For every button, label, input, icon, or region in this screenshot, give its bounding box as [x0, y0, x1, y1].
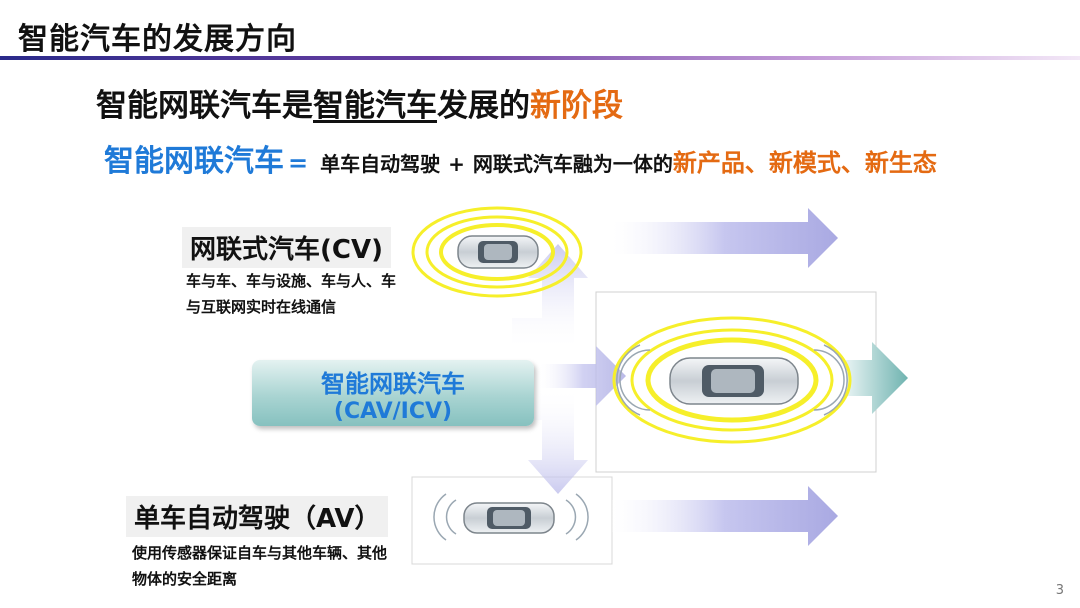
equation-new-terms: 新产品、新模式、新生态	[672, 149, 937, 177]
cav-label-line1: 智能网联汽车	[321, 370, 465, 398]
av-sensor-arcs	[433, 493, 589, 541]
equation-part-b: 网联式汽车融为一体的	[472, 152, 673, 176]
av-desc-line2: 物体的安全距离	[132, 570, 238, 588]
header-divider	[0, 56, 1080, 60]
av-desc-line1: 使用传感器保证自车与其他车辆、其他	[132, 544, 388, 562]
headline-part2: 发展的	[437, 88, 530, 124]
cv-desc-line2: 与互联网实时在线通信	[186, 298, 337, 316]
cv-description: 车与车、车与设施、车与人、车 与互联网实时在线通信	[186, 268, 396, 320]
av-arrow	[612, 486, 838, 546]
page-number: 3	[1055, 583, 1064, 598]
cav-car-icon	[669, 357, 799, 405]
cav-sensor-arcs	[616, 344, 848, 416]
cv-car-icon	[457, 235, 539, 269]
definition-equation: 智能网联汽车= 单车自动驾驶 + 网联式汽车融为一体的新产品、新模式、新生态	[104, 136, 937, 180]
cv-arrow	[612, 208, 838, 268]
cv-desc-line1: 车与车、车与设施、车与人、车	[186, 272, 397, 290]
cv-title: 网联式汽车(CV)	[182, 227, 391, 268]
equation-plus: +	[448, 152, 465, 176]
page-title: 智能汽车的发展方向	[18, 22, 297, 57]
equation-equals: =	[288, 149, 309, 177]
headline: 智能网联汽车是智能汽车发展的新阶段	[96, 80, 623, 125]
headline-underlined: 智能汽车	[313, 88, 437, 124]
merge-arrows	[512, 244, 626, 494]
cav-car-signal-rings	[612, 316, 852, 444]
cav-box: 智能网联汽车 (CAV/ICV)	[252, 360, 534, 426]
equation-lhs: 智能网联汽车	[104, 144, 284, 179]
cav-label-line2: (CAV/ICV)	[333, 399, 453, 424]
headline-part1: 智能网联汽车是	[96, 88, 313, 124]
cav-arrow	[846, 342, 908, 414]
av-title: 单车自动驾驶（AV）	[126, 496, 389, 537]
cv-car-signal-rings	[411, 206, 583, 298]
headline-accent: 新阶段	[530, 88, 623, 124]
av-car-icon	[463, 502, 555, 534]
av-description: 使用传感器保证自车与其他车辆、其他 物体的安全距离	[132, 540, 387, 592]
equation-part-a: 单车自动驾驶	[320, 152, 441, 176]
